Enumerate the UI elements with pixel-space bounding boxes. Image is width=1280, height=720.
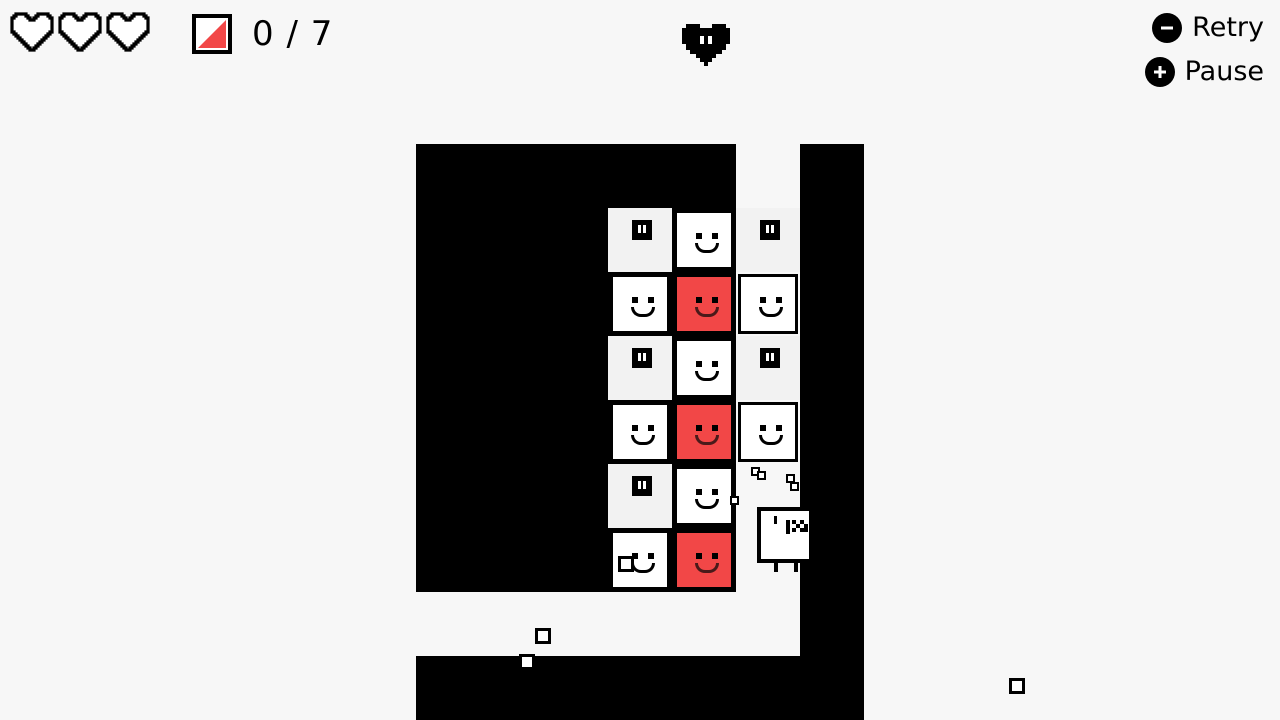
particle xyxy=(790,482,799,491)
red-box xyxy=(674,402,734,462)
red-box xyxy=(674,274,734,334)
white-box xyxy=(610,274,670,334)
level-wall-bottom xyxy=(416,656,864,720)
life-heart-2-icon xyxy=(58,12,102,52)
particle xyxy=(535,628,551,644)
white-box xyxy=(610,402,670,462)
life-heart-1-icon xyxy=(10,12,54,52)
slot-eyes-icon xyxy=(760,348,780,368)
level-wall-right xyxy=(800,144,864,720)
retry-label: Retry xyxy=(1192,12,1264,43)
pause-label: Pause xyxy=(1184,56,1264,87)
white-box xyxy=(674,466,734,526)
white-box xyxy=(738,402,798,462)
particle xyxy=(519,654,535,670)
block-slot xyxy=(736,208,800,272)
block-slot xyxy=(608,336,672,400)
slot-eyes-icon xyxy=(632,476,652,496)
slot-eyes-icon xyxy=(632,220,652,240)
plus-button-icon xyxy=(1144,56,1175,87)
retry-button[interactable]: Retry xyxy=(1152,12,1264,43)
particle xyxy=(730,496,739,505)
particle xyxy=(618,556,634,572)
qbby-player-icon xyxy=(757,507,812,572)
crown-collectible-icon xyxy=(192,14,232,54)
slot-eyes-icon xyxy=(632,348,652,368)
white-box xyxy=(738,274,798,334)
minus-button-icon xyxy=(1152,12,1183,43)
heart-face-icon xyxy=(682,24,730,66)
shaft-opening xyxy=(736,144,800,208)
life-hearts xyxy=(10,12,150,54)
block-slot xyxy=(608,464,672,528)
particle xyxy=(757,471,766,480)
white-box xyxy=(674,338,734,398)
block-slot xyxy=(736,336,800,400)
red-box xyxy=(674,530,734,590)
particle xyxy=(1009,678,1025,694)
life-heart-3-icon xyxy=(106,12,150,52)
slot-eyes-icon xyxy=(760,220,780,240)
block-slot xyxy=(608,208,672,272)
white-box xyxy=(674,210,734,270)
crown-counter: 0 / 7 xyxy=(252,14,334,54)
pause-button[interactable]: Pause xyxy=(1144,56,1264,87)
